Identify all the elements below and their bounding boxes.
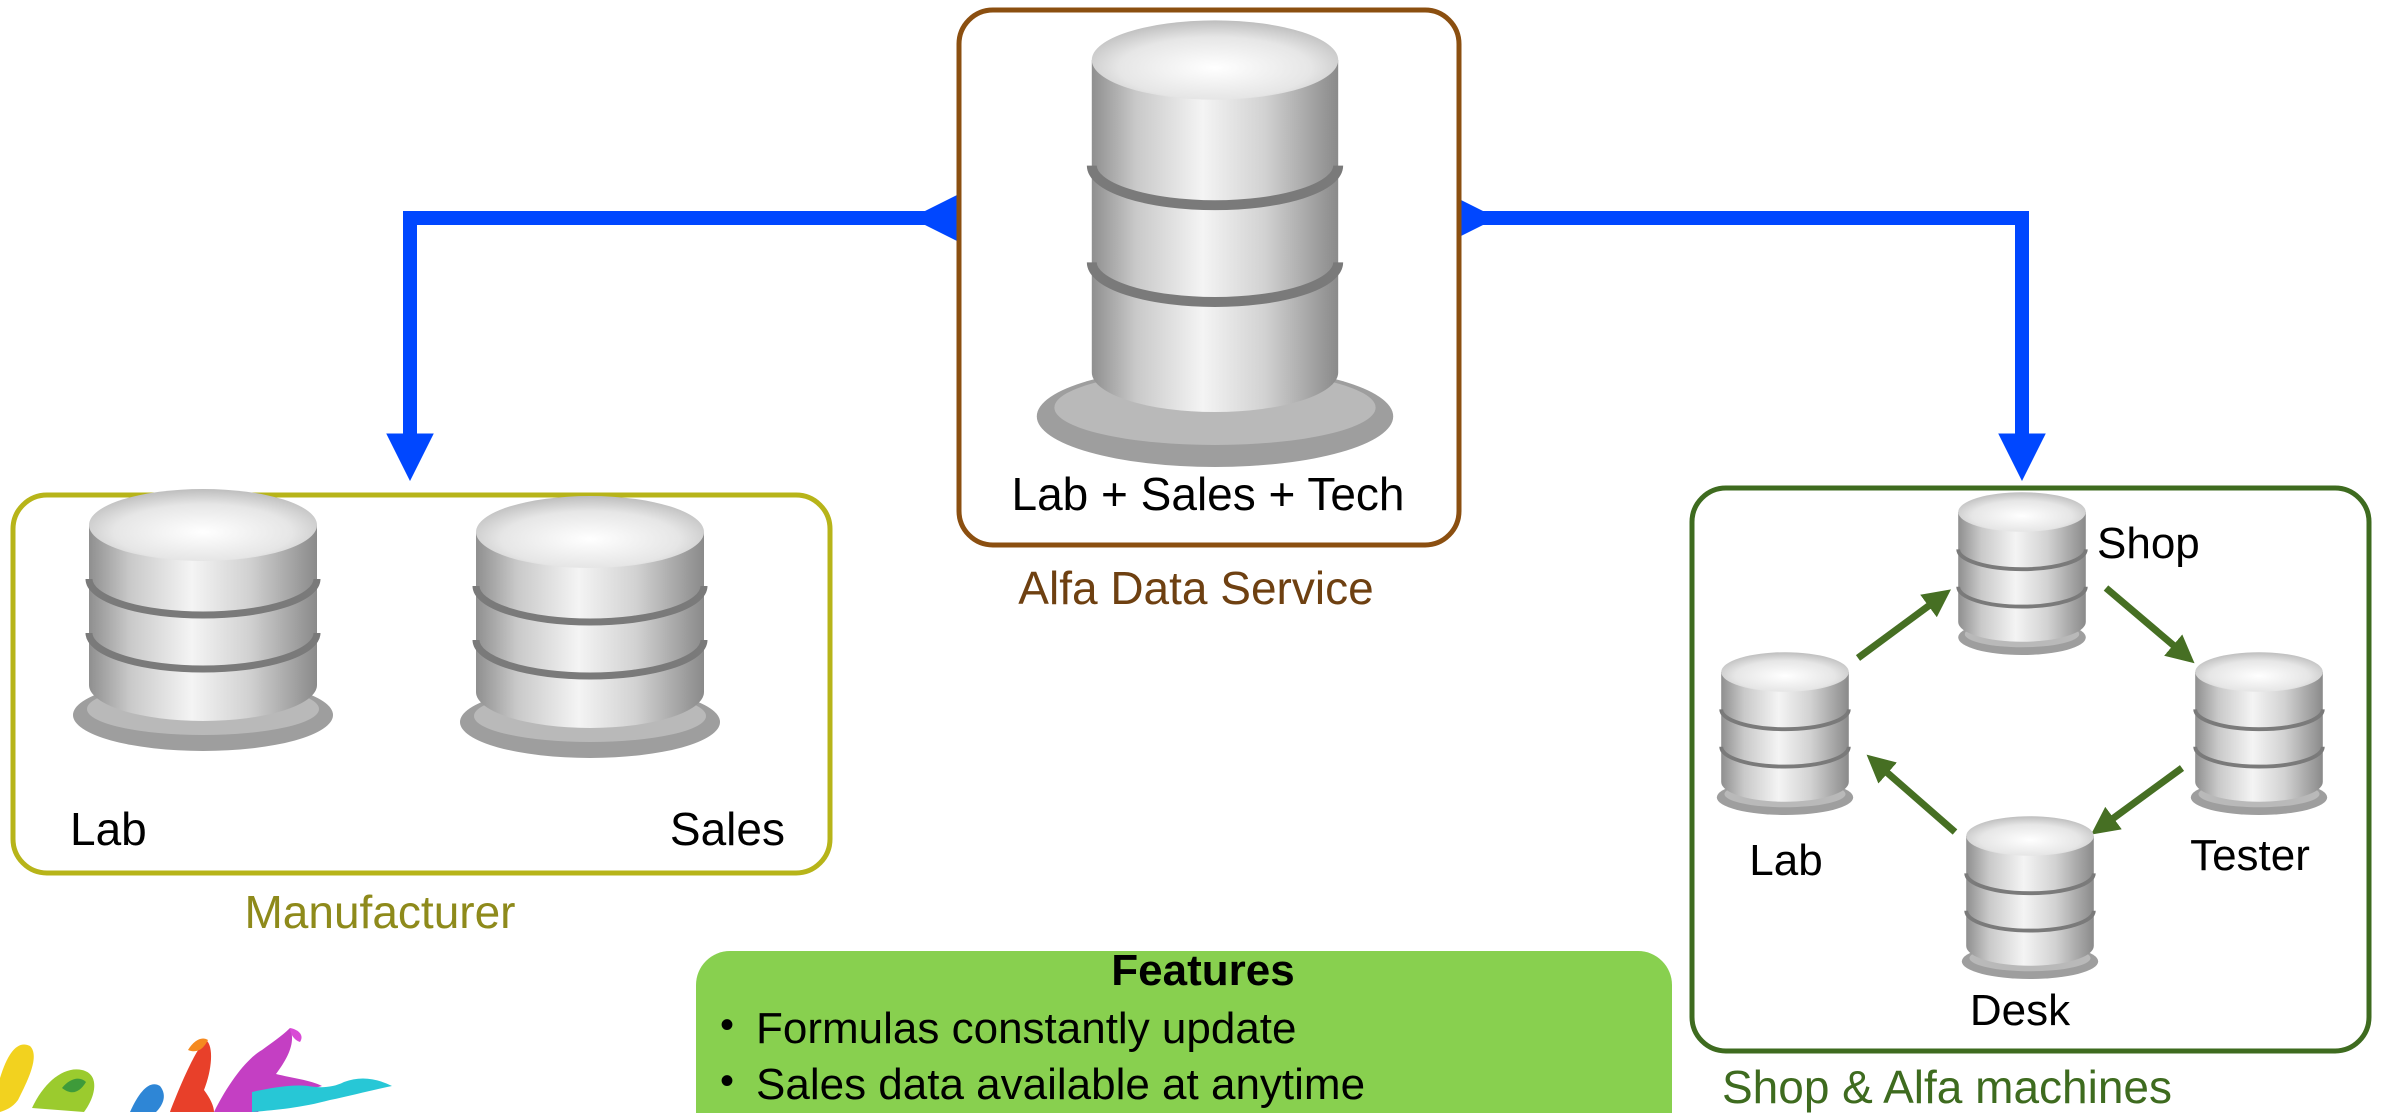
feature-bullet: •	[720, 1003, 734, 1047]
shop-tester-label: Tester	[2190, 831, 2310, 880]
manufacturer-lab-label: Lab	[70, 803, 147, 855]
central-service-caption: Alfa Data Service	[1018, 562, 1373, 614]
cycle-arrow-shop-to-tester	[2103, 585, 2195, 664]
database-icon	[1716, 652, 1854, 815]
shop-desk-label: Desk	[1970, 986, 2071, 1035]
sync-arrow-manufacturer	[386, 194, 959, 482]
features-title: Features	[1111, 946, 1294, 995]
database-icon	[1036, 20, 1394, 467]
manufacturer-caption: Manufacturer	[244, 886, 515, 938]
features-list: • Formulas constantly update • Sales dat…	[720, 1003, 1365, 1109]
cycle-arrow-tester-to-desk	[2090, 765, 2185, 835]
cycle-arrow-desk-to-lab	[1866, 754, 1958, 835]
features-panel: Features • Formulas constantly update • …	[696, 946, 1672, 1113]
database-icon	[460, 496, 720, 758]
cycle-arrow-lab-to-shop	[1855, 589, 1952, 661]
paint-splash-logo	[0, 1028, 392, 1112]
cycle-arrows	[1855, 585, 2195, 835]
database-icon	[1956, 492, 2088, 655]
manufacturer-group: Lab Sales Manufacturer	[10, 489, 833, 938]
sync-arrow-shop	[1449, 194, 2046, 482]
features-box	[696, 951, 1672, 1113]
shop-node-label: Shop	[2097, 519, 2200, 568]
manufacturer-sales-label: Sales	[670, 803, 785, 855]
database-icon	[2190, 652, 2328, 815]
database-icon	[1961, 816, 2099, 979]
shop-group: Shop Lab Tester Desk Shop & Alfa machine…	[1689, 485, 2372, 1113]
feature-bullet: •	[720, 1059, 734, 1103]
shop-box	[1689, 485, 2372, 1054]
central-box-label: Lab + Sales + Tech	[1012, 468, 1405, 520]
shop-lab-label: Lab	[1749, 836, 1822, 885]
sync-arrows	[386, 194, 2046, 482]
shop-caption: Shop & Alfa machines	[1722, 1061, 2172, 1113]
feature-item: Sales data available at anytime	[756, 1060, 1365, 1109]
feature-item: Formulas constantly update	[756, 1004, 1297, 1053]
central-service-group: Lab + Sales + Tech Alfa Data Service	[956, 7, 1462, 614]
database-icon	[73, 489, 333, 751]
